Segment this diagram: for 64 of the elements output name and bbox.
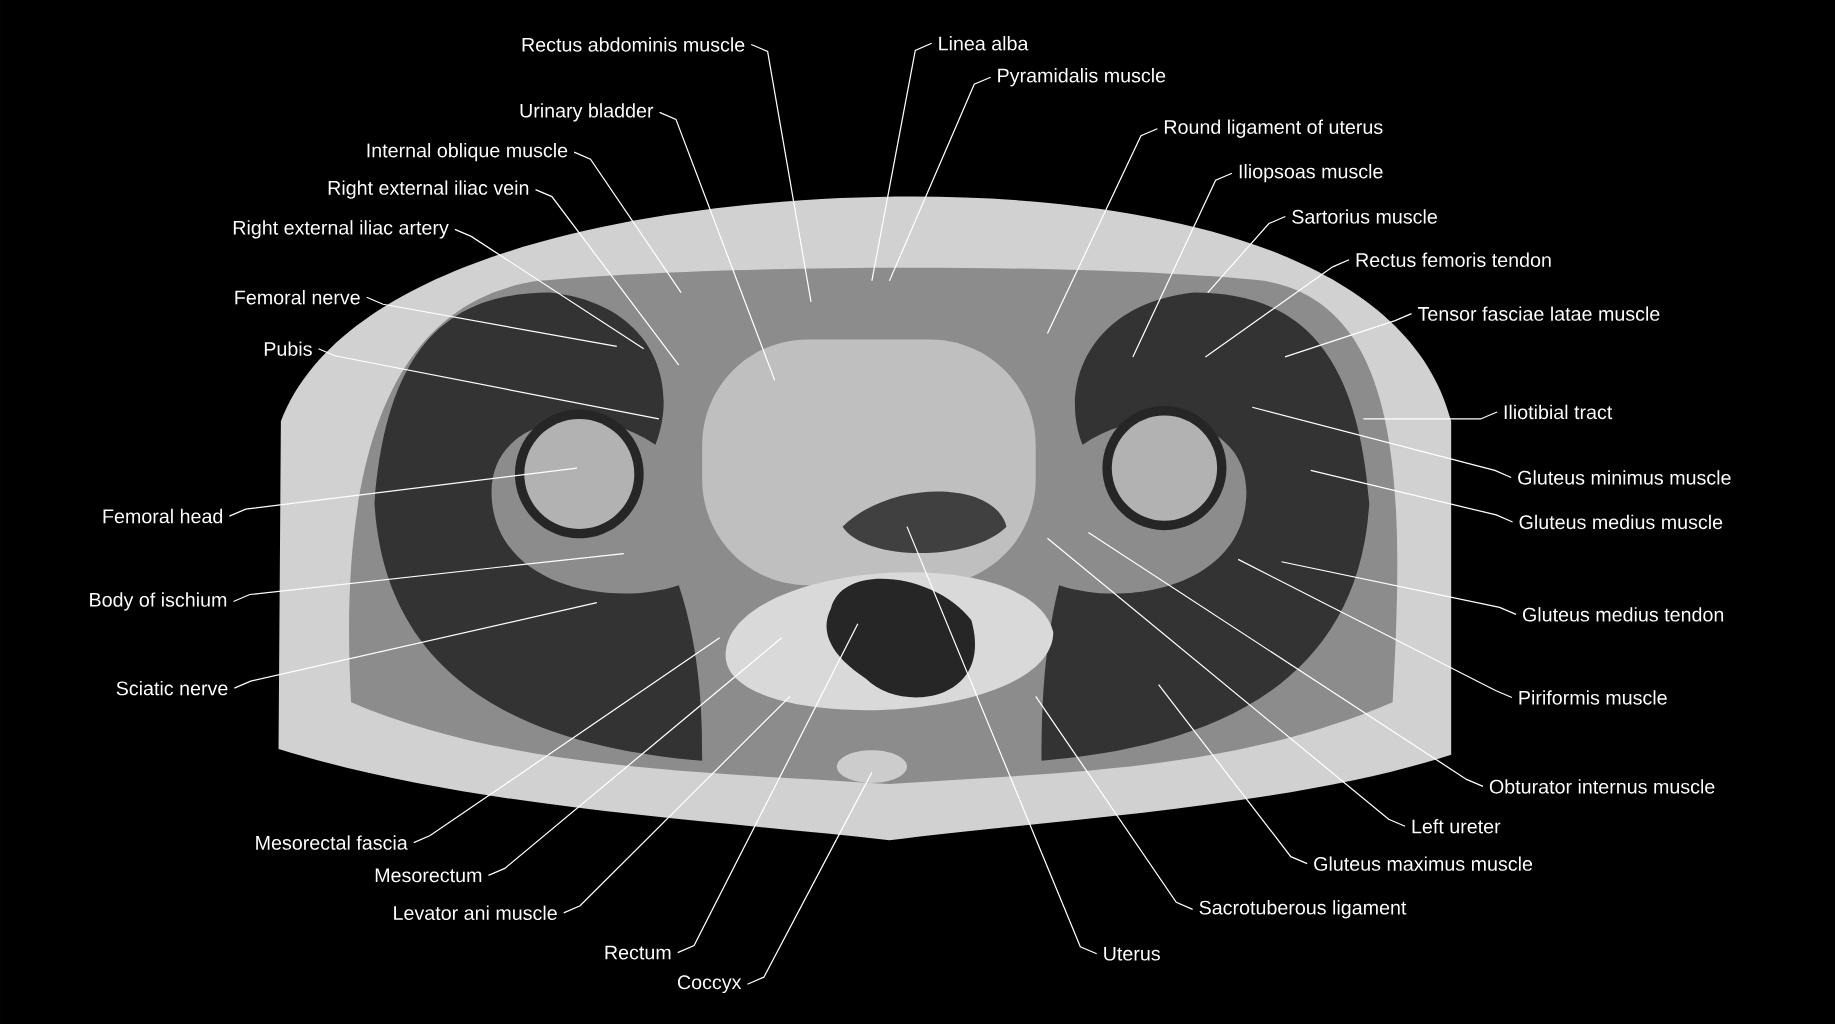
leader-line: [232, 552, 625, 603]
structure-label: Round ligament of uterus: [1158, 114, 1389, 144]
leader-line: [1204, 259, 1350, 358]
leader-line: [1251, 406, 1512, 479]
leader-line: [750, 43, 812, 303]
leader-line: [563, 695, 791, 914]
structure-label: Sartorius muscle: [1286, 204, 1444, 229]
leader-line: [1132, 172, 1233, 358]
leader-line: [1157, 684, 1308, 865]
leader-line: [746, 771, 873, 985]
leader-line: [534, 188, 680, 366]
leader-line: [317, 348, 660, 420]
structure-label: Coccyx: [671, 970, 747, 999]
leader-line: [454, 228, 645, 350]
leader-line: [1207, 215, 1286, 294]
structure-label: Body of ischium: [83, 587, 233, 616]
structure-label: Iliopsoas muscle: [1232, 158, 1389, 188]
structure-label: Left ureter: [1405, 813, 1506, 839]
structure-label: Rectum: [598, 940, 677, 965]
structure-label: Piriformis muscle: [1512, 685, 1673, 710]
leader-line: [366, 296, 618, 348]
leader-line: [871, 42, 933, 282]
leader-line: [413, 637, 721, 844]
leader-line: [1280, 561, 1517, 615]
structure-label: Gluteus medius muscle: [1513, 509, 1729, 535]
structure-label: Mesorectal fascia: [249, 830, 414, 856]
structure-label: Femoral nerve: [228, 284, 366, 310]
structure-label: Right external iliac artery: [227, 214, 455, 244]
leader-line: [1284, 313, 1413, 358]
structure-label: Internal oblique muscle: [360, 137, 574, 167]
structure-label: Uterus: [1097, 941, 1166, 966]
structure-label: Right external iliac vein: [321, 175, 535, 205]
structure-label: Rectus abdominis muscle: [515, 31, 751, 57]
leader-line: [487, 637, 783, 876]
structure-label: Urinary bladder: [513, 97, 659, 127]
structure-label: Pyramidalis muscle: [991, 62, 1172, 92]
leader-line: [906, 526, 1098, 955]
structure-label: Tensor fasciae latae muscle: [1412, 301, 1666, 327]
leader-line: [1046, 537, 1406, 827]
structure-label: Gluteus medius tendon: [1516, 601, 1730, 627]
structure-label: Mesorectum: [368, 863, 488, 888]
leader-line: [1046, 128, 1158, 335]
leader-line: [233, 602, 598, 689]
structure-label: Levator ani muscle: [387, 900, 563, 926]
leader-line: [658, 111, 776, 381]
leader-line: [888, 76, 992, 282]
structure-label: Femoral head: [96, 503, 229, 529]
structure-label: Obturator internus muscle: [1483, 773, 1721, 799]
structure-label: Iliotibial tract: [1497, 399, 1618, 425]
leader-line: [228, 467, 578, 517]
leader-line: [1035, 695, 1194, 910]
leader-line: [1237, 558, 1513, 699]
leader-line: [1362, 411, 1498, 420]
structure-label: Sacrotuberous ligament: [1193, 894, 1412, 924]
structure-label: Linea alba: [932, 30, 1034, 56]
structure-label: Gluteus maximus muscle: [1307, 851, 1539, 877]
leader-line: [1087, 531, 1484, 788]
structure-label: Pubis: [258, 336, 318, 362]
structure-label: Sciatic nerve: [110, 675, 234, 701]
leader-line: [573, 151, 682, 294]
leader-line: [1310, 469, 1514, 523]
structure-label: Gluteus minimus muscle: [1511, 465, 1737, 490]
structure-label: Rectus femoris tendon: [1349, 247, 1558, 273]
leader-line: [677, 623, 859, 954]
